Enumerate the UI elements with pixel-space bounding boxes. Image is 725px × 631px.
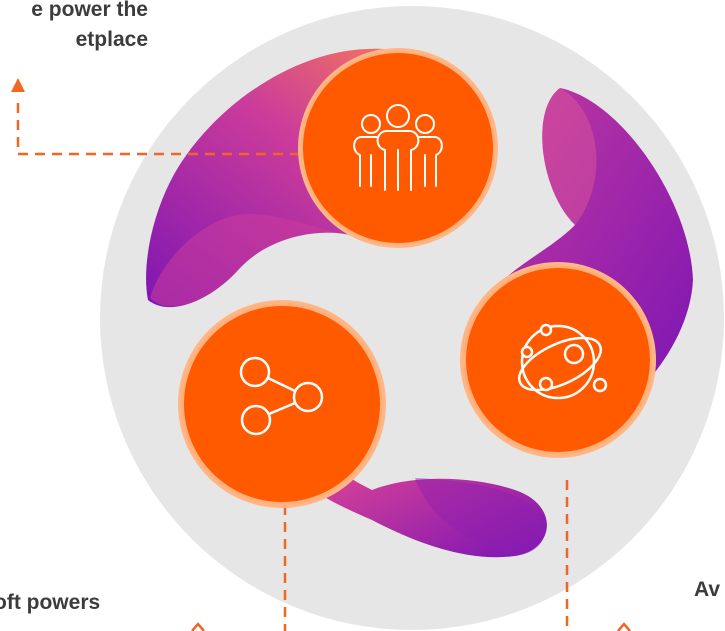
swirl-bottom <box>230 410 547 558</box>
node-top <box>298 48 498 248</box>
orbit-connections-icon <box>517 323 608 400</box>
bottom-right-caption: Av <box>694 578 721 601</box>
connector-top <box>16 96 300 156</box>
top-caption-line2: etplace <box>75 28 148 51</box>
top-caption: e power the etplace <box>0 0 148 55</box>
swirl-top-shade <box>150 213 350 307</box>
arrowhead-top <box>11 78 25 92</box>
node-right <box>460 262 656 458</box>
arrowhead-right <box>617 622 631 631</box>
bottom-left-caption: oft powers <box>0 591 101 614</box>
connectors <box>16 96 569 631</box>
people-group-icon <box>353 104 443 191</box>
swirl-right-shade <box>542 88 597 225</box>
node-left <box>178 300 386 508</box>
swirl-bottom-shade <box>415 478 545 556</box>
share-network-icon <box>239 356 324 436</box>
top-caption-line1: e power the <box>31 0 148 21</box>
arrowhead-left <box>191 622 205 631</box>
